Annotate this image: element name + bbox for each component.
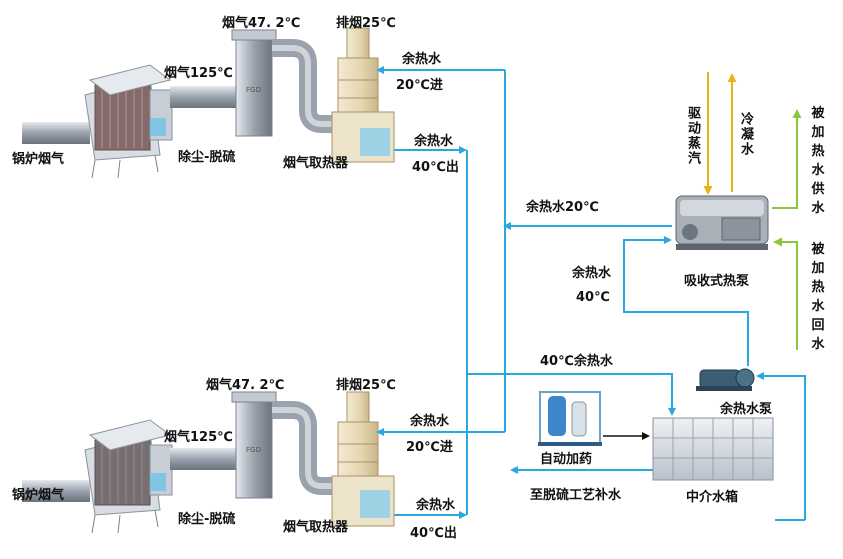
condensate-label: 冷凝水 — [738, 112, 753, 157]
top-inlet-duct — [22, 122, 90, 144]
bottom-exhaust-25-label: 排烟25℃ — [336, 378, 396, 393]
bottom-elbow-pipe — [272, 401, 336, 495]
auto-dosing-unit — [538, 391, 602, 446]
drive-steam-label: 驱动蒸汽 — [685, 106, 700, 166]
waste-40-label: 40℃余热水 — [540, 354, 613, 369]
waste-water-pump — [696, 368, 755, 391]
top-boiler — [84, 64, 173, 179]
top-waste-out-temp: 40℃出 — [412, 160, 459, 175]
bottom-fgd-tower: FGD — [231, 391, 277, 499]
waste-20-label: 余热水20℃ — [526, 200, 599, 215]
top-dust-desulf-label: 除尘-脱硫 — [178, 150, 236, 165]
heated-return-line — [773, 237, 798, 350]
top-boiler-gas-label: 锅炉烟气 — [12, 152, 65, 167]
bottom-flue-gas-unit: FGD — [22, 391, 395, 534]
tank-to-pump-line — [756, 372, 806, 520]
heated-return-label: 被加热水回水 — [811, 242, 825, 352]
waste-water-lines — [376, 66, 806, 520]
bottom-gas-47-label: 烟气47. 2℃ — [206, 378, 285, 393]
top-waste-in-temp: 20℃进 — [396, 78, 443, 93]
makeup-label: 至脱硫工艺补水 — [530, 488, 622, 503]
bottom-gas-exchanger-label: 烟气取热器 — [283, 520, 349, 535]
intermediate-water-tank — [652, 417, 774, 481]
bottom-gas-125-label: 烟气125℃ — [164, 430, 233, 445]
top-gas-125-label: 烟气125℃ — [164, 66, 233, 81]
bottom-gas-exchanger — [331, 391, 395, 527]
bottom-inlet-duct — [22, 480, 90, 502]
top-gas-duct-125 — [170, 86, 238, 108]
top-gas-47-label: 烟气47. 2℃ — [222, 16, 301, 31]
hp-waste-in-temp: 40℃ — [576, 290, 610, 305]
bottom-boiler — [84, 419, 173, 534]
pump-to-heat-pump-line — [623, 236, 749, 366]
top-fgd-tower: FGD — [231, 29, 277, 137]
top-gas-exchanger-label: 烟气取热器 — [283, 156, 349, 171]
top-gas-exchanger — [331, 27, 395, 163]
top-fgd-tag: FGD — [246, 86, 261, 94]
top-waste-out-label: 余热水 — [414, 134, 454, 149]
bottom-fgd-tag: FGD — [246, 446, 261, 454]
bottom-waste-out-temp: 40℃出 — [410, 526, 457, 541]
hp-waste-in-label: 余热水 — [572, 266, 612, 281]
bottom-gas-duct-125 — [170, 448, 238, 470]
absorption-heat-pump — [675, 195, 769, 250]
top-elbow-pipe — [272, 39, 336, 133]
bottom-waste-in-temp: 20℃进 — [406, 440, 453, 455]
dosing-label: 自动加药 — [540, 452, 593, 467]
top-exhaust-25-label: 排烟25℃ — [336, 16, 396, 31]
heat-pump-label: 吸收式热泵 — [684, 274, 750, 289]
bottom-waste-out-label: 余热水 — [416, 498, 456, 513]
bottom-waste-in-label: 余热水 — [410, 414, 450, 429]
supply-to-tank-line — [467, 373, 676, 416]
tank-label: 中介水箱 — [686, 490, 739, 505]
bottom-boiler-gas-label: 锅炉烟气 — [12, 488, 65, 503]
bottom-dust-desulf-label: 除尘-脱硫 — [178, 512, 236, 527]
top-waste-in-label: 余热水 — [402, 52, 442, 67]
top-flue-gas-unit: FGD — [22, 27, 395, 179]
pump-label: 余热水泵 — [720, 402, 773, 417]
heated-supply-line — [772, 109, 802, 209]
heated-supply-label: 被加热水供水 — [811, 106, 825, 216]
